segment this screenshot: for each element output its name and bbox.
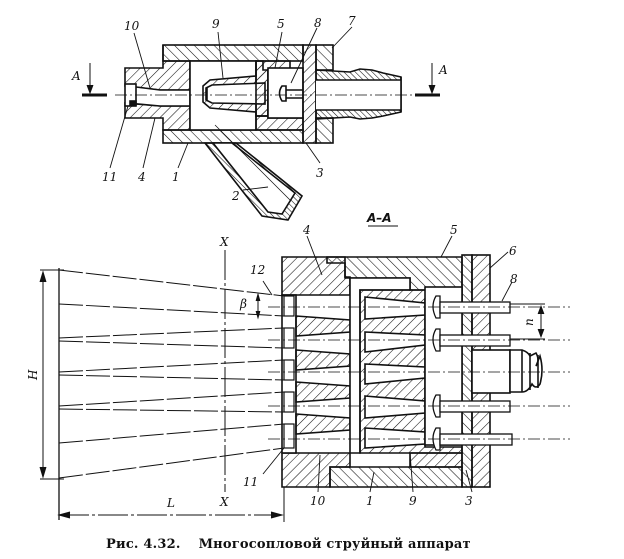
flange-7 xyxy=(315,44,334,71)
body-1 xyxy=(329,466,463,488)
axis-x-bottom: X xyxy=(219,495,229,509)
section-a-a xyxy=(39,225,570,522)
housing-top-wall xyxy=(162,44,304,62)
flange-3 xyxy=(302,44,317,144)
label-part-12: 12 xyxy=(250,263,265,277)
label-part-9: 9 xyxy=(212,17,220,31)
label-part-9-aa: 9 xyxy=(409,494,417,508)
label-part-10-aa: 10 xyxy=(310,494,326,508)
section-mark-left: A xyxy=(71,69,81,83)
label-part-11-aa: 11 xyxy=(243,475,258,489)
section-title: A–A xyxy=(366,211,392,225)
label-part-8-aa: 8 xyxy=(510,272,518,286)
label-part-6: 6 xyxy=(509,244,517,258)
section-labels: A–A 4 5 6 8 12 11 10 1 9 3 H L β n X X xyxy=(26,211,536,510)
caption-title: Многосопловой струйный аппарат xyxy=(198,537,471,552)
label-part-3: 3 xyxy=(316,166,324,180)
label-part-2: 2 xyxy=(231,189,240,203)
label-part-8: 8 xyxy=(314,16,322,30)
housing-bottom-wall xyxy=(162,129,304,144)
label-part-1-aa: 1 xyxy=(366,494,374,508)
label-part-10: 10 xyxy=(124,19,140,33)
axis-x-top: X xyxy=(219,235,229,249)
bolt-8 xyxy=(278,85,287,102)
dim-l: L xyxy=(166,496,175,510)
label-part-5-aa: 5 xyxy=(450,223,458,237)
top-view-labels: A A 10 9 5 8 7 11 4 1 2 3 xyxy=(71,14,448,203)
label-part-7: 7 xyxy=(348,14,356,28)
label-part-1: 1 xyxy=(172,170,180,184)
label-part-4: 4 xyxy=(137,170,146,184)
caption-number: Рис. 4.32. xyxy=(106,537,181,552)
bolts-8 xyxy=(432,295,513,451)
figure-caption: Рис. 4.32. Многосопловой струйный аппарат xyxy=(106,537,471,552)
dim-beta: β xyxy=(239,297,247,311)
label-part-3-aa: 3 xyxy=(465,494,473,508)
inlet-socket xyxy=(471,349,511,394)
label-part-5: 5 xyxy=(277,17,285,31)
dim-h: H xyxy=(26,369,40,381)
dim-n: n xyxy=(522,318,536,326)
section-mark-right: A xyxy=(438,63,448,77)
top-view xyxy=(82,26,440,221)
label-part-4-aa: 4 xyxy=(302,223,311,237)
jet-beams xyxy=(58,269,285,479)
label-part-11: 11 xyxy=(102,170,117,184)
